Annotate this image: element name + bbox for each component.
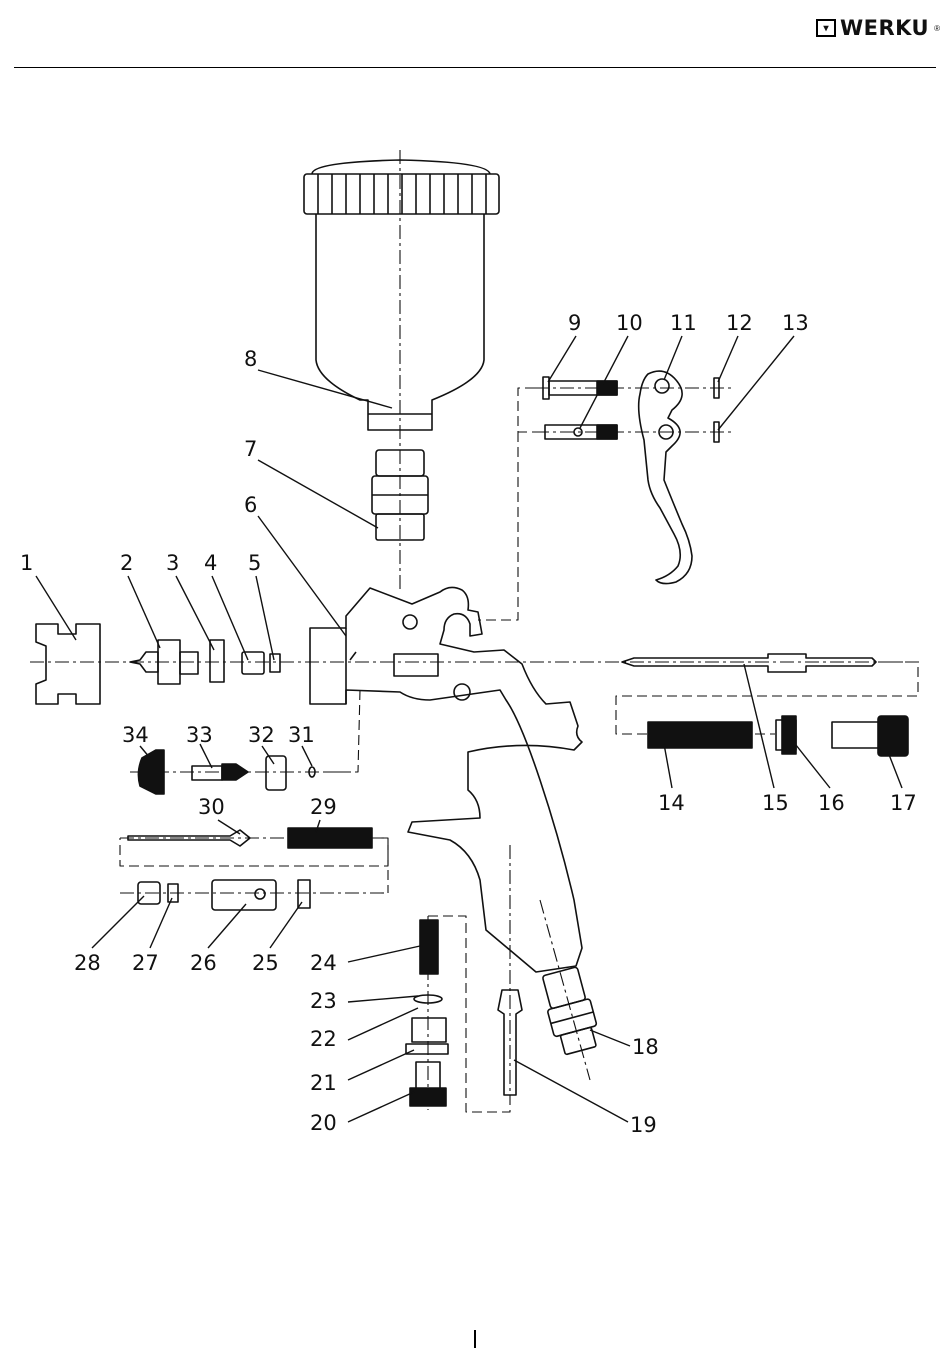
- callout-17: 17: [890, 791, 917, 815]
- seal-25: [298, 880, 310, 908]
- callout-5: 5: [248, 551, 261, 575]
- callout-12: 12: [726, 311, 753, 335]
- leader-lines: [36, 336, 902, 1122]
- callout-33: 33: [186, 723, 213, 747]
- callout-24: 24: [310, 951, 337, 975]
- callout-30: 30: [198, 795, 225, 819]
- callout-4: 4: [204, 551, 217, 575]
- callout-22: 22: [310, 1027, 337, 1051]
- callout-28: 28: [74, 951, 101, 975]
- bushing-22: [412, 1018, 446, 1042]
- callout-25: 25: [252, 951, 279, 975]
- callout-14: 14: [658, 791, 685, 815]
- callout-9: 9: [568, 311, 581, 335]
- air-cap: [36, 624, 100, 704]
- fluid-needle: [622, 654, 876, 672]
- callout-8: 8: [244, 347, 257, 371]
- housing-32: [266, 756, 286, 790]
- adjust-knob-17: [832, 716, 908, 756]
- gun-body: [310, 587, 582, 972]
- routing-lines: [120, 388, 918, 1112]
- callout-31: 31: [288, 723, 315, 747]
- callout-21: 21: [310, 1071, 337, 1095]
- washer-5: [270, 654, 280, 672]
- page-marker: [474, 1330, 476, 1348]
- trigger: [639, 371, 692, 584]
- callout-23: 23: [310, 989, 337, 1013]
- nut-21: [406, 1044, 448, 1054]
- spreader-knob-34: [138, 750, 164, 794]
- callout-32: 32: [248, 723, 275, 747]
- paint-cup: [304, 160, 499, 430]
- callout-15: 15: [762, 791, 789, 815]
- callout-6: 6: [244, 493, 257, 517]
- callout-19: 19: [630, 1113, 657, 1137]
- callout-1: 1: [20, 551, 33, 575]
- callout-20: 20: [310, 1111, 337, 1135]
- center-lines: [30, 150, 920, 1110]
- callout-2: 2: [120, 551, 133, 575]
- spring-24: [420, 920, 438, 974]
- callout-34: 34: [122, 723, 149, 747]
- callout-29: 29: [310, 795, 337, 819]
- callout-13: 13: [782, 311, 809, 335]
- callout-27: 27: [132, 951, 159, 975]
- air-fitting-18: [538, 966, 602, 1057]
- callout-7: 7: [244, 437, 257, 461]
- trigger-pins: [543, 377, 617, 439]
- callout-18: 18: [632, 1035, 659, 1059]
- callout-26: 26: [190, 951, 217, 975]
- callout-10: 10: [616, 311, 643, 335]
- callout-11: 11: [670, 311, 697, 335]
- callout-3: 3: [166, 551, 179, 575]
- spring-cap-16: [776, 716, 796, 754]
- air-valve-spring-29: [288, 828, 372, 848]
- callout-16: 16: [818, 791, 845, 815]
